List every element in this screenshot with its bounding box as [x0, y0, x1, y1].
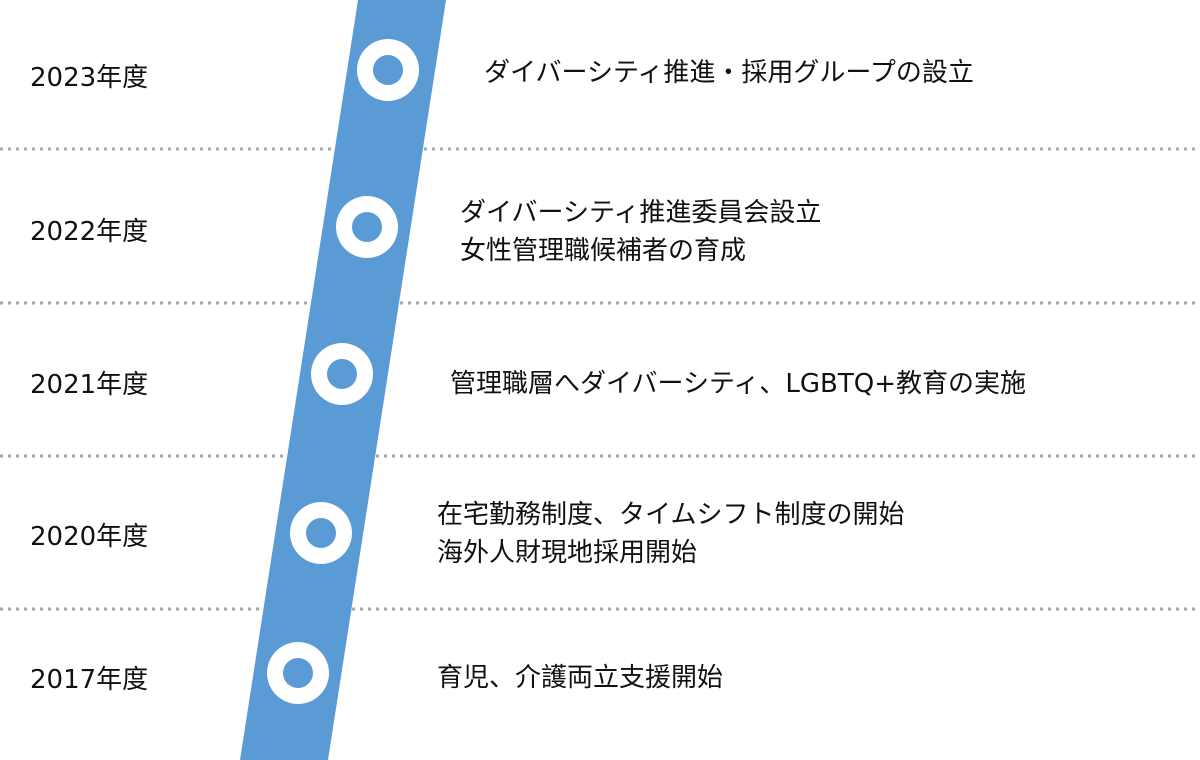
timeline-marker [357, 39, 419, 101]
timeline-marker [311, 343, 373, 405]
event-description: ダイバーシティ推進委員会設立 女性管理職候補者の育成 [460, 194, 821, 270]
marker-dot [352, 212, 382, 242]
event-line: 管理職層へダイバーシティ、LGBTQ+教育の実施 [450, 369, 1027, 399]
marker-dot [306, 518, 336, 548]
year-label: 2017年度 [30, 665, 149, 695]
event-description: ダイバーシティ推進・採用グループの設立 [484, 54, 974, 92]
timeline-marker [290, 502, 352, 564]
event-line: 育児、介護両立支援開始 [437, 663, 724, 693]
timeline-marker [267, 642, 329, 704]
marker-dot [373, 55, 403, 85]
timeline-markers [267, 39, 419, 704]
marker-dot [283, 658, 313, 688]
marker-dot [327, 359, 357, 389]
event-description: 育児、介護両立支援開始 [437, 659, 723, 697]
event-line: ダイバーシティ推進委員会設立 [460, 198, 822, 228]
year-label: 2022年度 [30, 217, 149, 247]
event-description: 在宅勤務制度、タイムシフト制度の開始 海外人財現地採用開始 [437, 496, 904, 572]
year-label: 2020年度 [30, 522, 149, 552]
event-description: 管理職層へダイバーシティ、LGBTQ+教育の実施 [450, 365, 1026, 403]
year-label: 2023年度 [30, 63, 149, 93]
event-line: 海外人財現地採用開始 [437, 538, 698, 568]
event-line: ダイバーシティ推進・採用グループの設立 [484, 58, 974, 88]
timeline-marker [336, 196, 398, 258]
year-label: 2021年度 [30, 370, 149, 400]
event-line: 女性管理職候補者の育成 [460, 236, 747, 266]
divider-lines [0, 147, 1200, 611]
event-line: 在宅勤務制度、タイムシフト制度の開始 [437, 500, 905, 530]
